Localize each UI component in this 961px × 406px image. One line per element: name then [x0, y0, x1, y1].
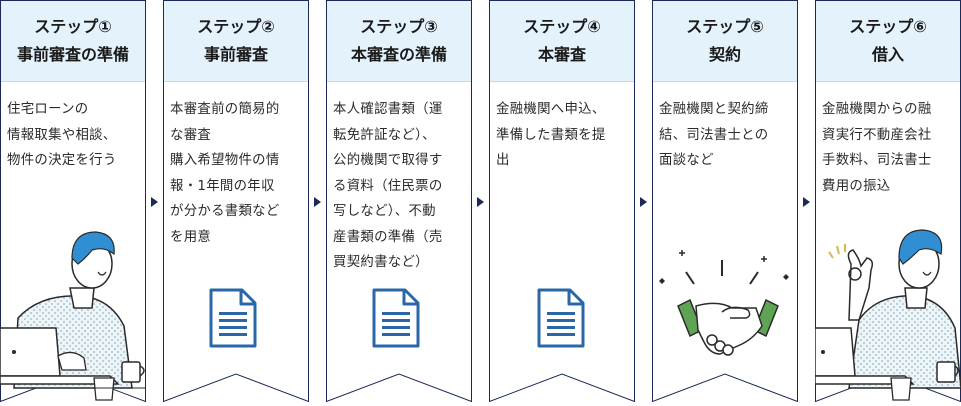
- description-line: を用意: [170, 229, 212, 245]
- step-number: ステップ⑤: [686, 17, 764, 36]
- description-line: 結、司法書士との: [659, 127, 769, 143]
- description-line: 費用の振込: [822, 178, 891, 194]
- step-number: ステップ④: [523, 17, 601, 36]
- description-line: 報・1年間の年収: [170, 178, 275, 194]
- step-description: 金融機関へ申込、 準備した書類を提 出: [496, 97, 630, 174]
- document-icon: [208, 288, 258, 348]
- step-name: 本審査: [537, 45, 586, 64]
- description-line: な審査: [170, 127, 212, 143]
- step-frame: [0, 0, 146, 402]
- person-laptop-icon: [0, 231, 146, 401]
- person-ok-icon: [815, 229, 961, 401]
- arrow-right-icon: [314, 197, 321, 207]
- step-card-3: ステップ③ 本審査の準備 本人確認書類（運 転免許証など）、 公的機関で取得す …: [326, 0, 472, 402]
- arrow-right-icon: [640, 197, 647, 207]
- description-line: 本人確認書類（運: [333, 102, 443, 117]
- description-line: 公的機関で取得す: [333, 153, 443, 168]
- description-line: 買契約書など）: [333, 255, 429, 270]
- description-line: 準備した書類を提: [496, 127, 606, 143]
- step-frame: [163, 0, 309, 402]
- description-line: 資実行不動産会社: [822, 127, 932, 143]
- handshake-icon: [659, 250, 789, 356]
- step-number: ステップ①: [34, 17, 112, 36]
- step-description: 本人確認書類（運 転免許証など）、 公的機関で取得す る資料（住民票の 写しなど…: [333, 97, 467, 276]
- step-frame: [326, 0, 472, 402]
- step-name: 本審査の準備: [350, 45, 447, 64]
- description-line: 住宅ローンの: [7, 102, 89, 117]
- step-name: 事前審査: [203, 45, 268, 64]
- step-description: 本審査前の簡易的 な審査 購入希望物件の情 報・1年間の年収 が分かる書類など …: [170, 97, 304, 250]
- step-title: ステップ③ 本審査の準備: [327, 1, 471, 81]
- step-frame: [489, 0, 635, 402]
- description-line: 写しなど）、不動: [333, 204, 436, 219]
- step-title: ステップ⑤ 契約: [653, 1, 797, 81]
- description-line: 本審査前の簡易的: [170, 102, 280, 117]
- description-line: 金融機関と契約締: [659, 102, 769, 117]
- step-title: ステップ④ 本審査: [490, 1, 634, 81]
- arrow-right-icon: [151, 197, 158, 207]
- step-description: 金融機関と契約締 結、司法書士との 面談など: [659, 97, 793, 174]
- step-card-1: ステップ① 事前審査の準備 住宅ローンの 情報取集や相談、 物件の決定を行う: [0, 0, 146, 402]
- description-line: 産書類の準備（売: [333, 229, 443, 245]
- step-number: ステップ⑥: [849, 17, 927, 36]
- arrow-right-icon: [477, 197, 484, 207]
- step-name: 事前審査の準備: [16, 45, 129, 64]
- description-line: 購入希望物件の情: [170, 153, 280, 168]
- description-line: る資料（住民票の: [333, 178, 443, 194]
- step-name: 契約: [708, 45, 741, 64]
- step-description: 住宅ローンの 情報取集や相談、 物件の決定を行う: [7, 97, 141, 174]
- document-icon: [371, 288, 421, 348]
- description-line: 面談など: [659, 153, 714, 168]
- description-line: 情報取集や相談、: [7, 127, 117, 143]
- step-number: ステップ③: [360, 17, 438, 36]
- step-number: ステップ②: [197, 17, 275, 36]
- description-line: 手数料、司法書士: [822, 153, 932, 168]
- document-icon: [536, 288, 586, 348]
- description-line: 金融機関からの融: [822, 102, 932, 117]
- step-card-2: ステップ② 事前審査 本審査前の簡易的 な審査 購入希望物件の情 報・1年間の年…: [163, 0, 309, 402]
- step-card-4: ステップ④ 本審査 金融機関へ申込、 準備した書類を提 出: [489, 0, 635, 402]
- arrow-right-icon: [803, 197, 810, 207]
- step-title: ステップ② 事前審査: [164, 1, 308, 81]
- description-line: 物件の決定を行う: [7, 153, 117, 168]
- step-card-5: ステップ⑤ 契約 金融機関と契約締 結、司法書士との 面談など: [652, 0, 798, 402]
- step-description: 金融機関からの融 資実行不動産会社 手数料、司法書士 費用の振込: [822, 97, 956, 199]
- description-line: が分かる書類など: [170, 204, 280, 219]
- step-title: ステップ① 事前審査の準備: [1, 1, 145, 81]
- step-title: ステップ⑥ 借入: [816, 1, 960, 81]
- description-line: 出: [496, 153, 510, 168]
- step-card-6: ステップ⑥ 借入 金融機関からの融 資実行不動産会社 手数料、司法書士 費用の振…: [815, 0, 961, 402]
- description-line: 金融機関へ申込、: [496, 102, 606, 117]
- description-line: 転免許証など）、: [333, 127, 436, 143]
- step-name: 借入: [871, 45, 904, 64]
